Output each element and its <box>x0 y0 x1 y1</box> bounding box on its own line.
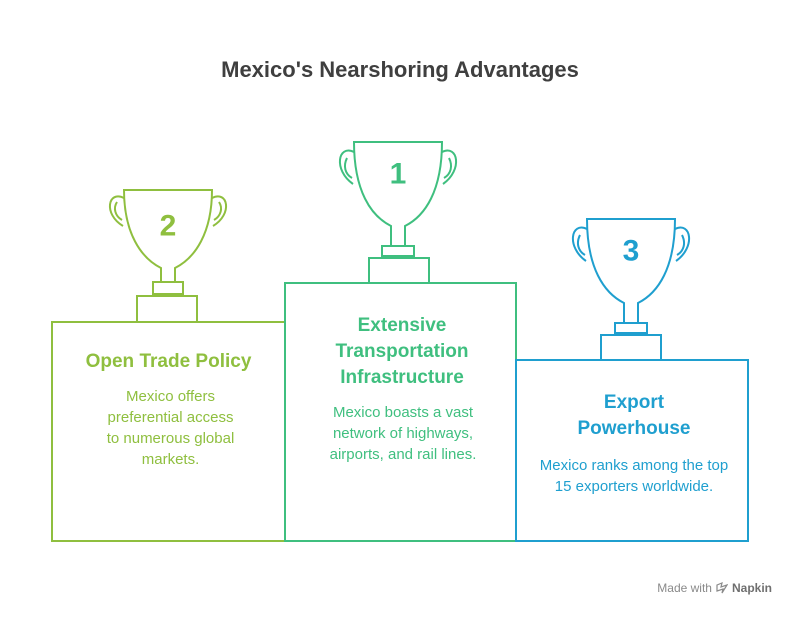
trophy-icon-second: 2 <box>108 189 228 295</box>
napkin-brand-label: Napkin <box>731 581 772 595</box>
made-with-label: Made with <box>657 581 712 595</box>
trophy-icon-third: 3 <box>571 218 691 334</box>
trophy-base-first <box>368 257 430 284</box>
item-description: Mexico boasts a vast network of highways… <box>329 404 477 463</box>
trophy-icon-first: 1 <box>338 141 458 257</box>
diagram-title: Mexico's Nearshoring Advantages <box>221 57 579 82</box>
podium-block-third: Export Powerhouse Mexico ranks among the… <box>515 359 749 542</box>
rank-label: 1 <box>390 158 407 191</box>
item-name: Extensive Transportation Infrastructure <box>335 315 469 388</box>
footer-attribution: Made with Napkin <box>657 581 772 595</box>
item-description: Mexico offers preferential access to num… <box>106 388 235 468</box>
item-name: Open Trade Policy <box>85 351 252 372</box>
item-description: Mexico ranks among the top 15 exporters … <box>539 457 729 495</box>
podium-block-first: Extensive Transportation Infrastructure … <box>284 282 517 542</box>
rank-label: 3 <box>623 235 640 268</box>
item-name: Export Powerhouse <box>577 392 691 439</box>
trophy-base-second <box>136 295 198 323</box>
rank-label: 2 <box>160 210 177 243</box>
napkin-logo-icon <box>716 582 728 594</box>
podium-block-second: Open Trade Policy Mexico offers preferen… <box>51 321 286 542</box>
trophy-base-third <box>600 334 662 361</box>
